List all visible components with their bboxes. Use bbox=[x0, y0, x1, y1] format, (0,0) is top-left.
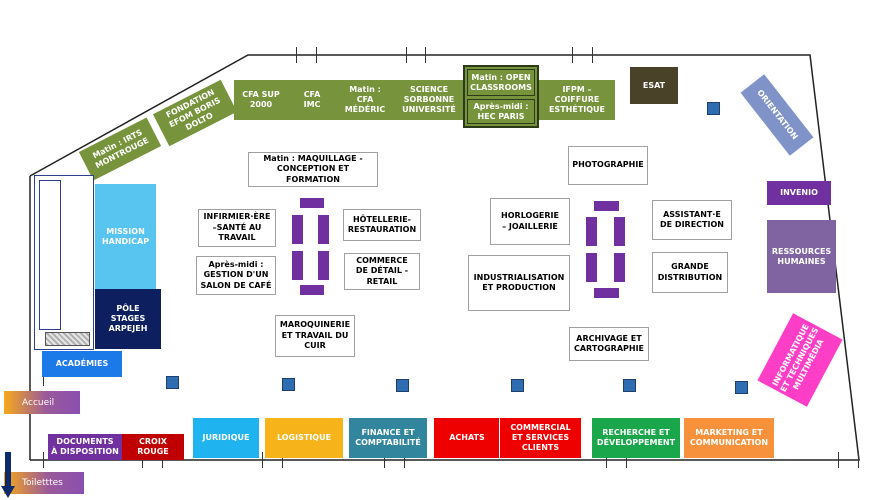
stand-juridique[interactable]: JURIDIQUE bbox=[193, 418, 259, 458]
stand-salon[interactable]: Après-midi : GESTION D'UN SALON DE CAFÉ bbox=[196, 256, 276, 295]
stand-infirmier[interactable]: INFIRMIER·ÈRE –SANTÉ AU TRAVAIL bbox=[198, 209, 276, 247]
stand-ifpm[interactable]: IFPM – COIFFURE ESTHÉTIQUE bbox=[539, 80, 615, 120]
table bbox=[318, 251, 329, 280]
stand-hec-paris[interactable]: Après-midi : HEC PARIS bbox=[467, 99, 535, 124]
stand-logistique[interactable]: LOGISTIQUE bbox=[265, 418, 343, 458]
stand-horlogerie[interactable]: HORLOGERIE – JOAILLERIE bbox=[490, 198, 570, 245]
table bbox=[586, 217, 597, 246]
stand-industrialisation[interactable]: INDUSTRIALISATION ET PRODUCTION bbox=[468, 255, 570, 311]
table bbox=[300, 198, 324, 208]
table bbox=[594, 288, 619, 298]
table bbox=[292, 215, 303, 244]
stand-achats[interactable]: ACHATS bbox=[434, 418, 500, 458]
wall-tick bbox=[404, 452, 405, 468]
table bbox=[292, 251, 303, 280]
stand-documents[interactable]: DOCUMENTS À DISPOSITION bbox=[48, 434, 122, 460]
wall-tick bbox=[592, 47, 593, 63]
pillar bbox=[282, 378, 295, 391]
wall-tick bbox=[626, 452, 627, 468]
table bbox=[594, 201, 619, 211]
table bbox=[300, 285, 324, 295]
wall-tick bbox=[43, 370, 44, 386]
pillar bbox=[623, 379, 636, 392]
stand-hotellerie[interactable]: HÔTELLERIE- RESTAURATION bbox=[343, 209, 421, 241]
pillar bbox=[735, 381, 748, 394]
stand-finance[interactable]: FINANCE ET COMPTABILITÉ bbox=[349, 418, 427, 458]
wall-tick bbox=[425, 47, 426, 63]
wall-tick bbox=[296, 47, 297, 63]
stand-croix-rouge[interactable]: CROIX ROUGE bbox=[122, 434, 184, 460]
stand-archivage[interactable]: ARCHIVAGE ET CARTOGRAPHIE bbox=[569, 327, 649, 361]
wall-tick bbox=[162, 452, 163, 468]
wall-tick bbox=[384, 452, 385, 468]
wall-tick bbox=[572, 47, 573, 63]
wall-tick bbox=[858, 452, 859, 468]
stand-grande-distribution[interactable]: GRANDE DISTRIBUTION bbox=[652, 252, 728, 293]
stand-maquillage[interactable]: Matin : MAQUILLAGE - CONCEPTION ET FORMA… bbox=[248, 152, 378, 187]
pillar bbox=[707, 102, 720, 115]
wall-tick bbox=[142, 452, 143, 468]
bench-inner bbox=[39, 180, 61, 330]
stand-invenio[interactable]: INVENIO bbox=[767, 181, 831, 205]
stand-sorbonne[interactable]: SCIENCE SORBONNE UNIVERSITÉ bbox=[394, 80, 464, 120]
arrow-down-icon bbox=[1, 452, 15, 498]
stand-ressources-humaines[interactable]: RESSOURCES HUMAINES bbox=[767, 220, 836, 293]
stand-academies[interactable]: ACADÉMIES bbox=[42, 351, 122, 377]
stand-cfa-mederic[interactable]: Matin : CFA MÉDÉRIC bbox=[336, 80, 394, 120]
stand-photographie[interactable]: PHOTOGRAPHIE bbox=[568, 146, 648, 185]
stand-maroquinerie[interactable]: MAROQUINERIE ET TRAVAIL DU CUIR bbox=[275, 315, 355, 357]
pillar bbox=[166, 376, 179, 389]
sign-toilettes[interactable]: Toiletttes bbox=[4, 472, 84, 494]
stand-cfa-imc[interactable]: CFA IMC bbox=[288, 80, 336, 120]
sign-accueil[interactable]: Accueil bbox=[4, 391, 80, 414]
pillar bbox=[511, 379, 524, 392]
wall-tick bbox=[606, 452, 607, 468]
stand-esat[interactable]: ESAT bbox=[630, 67, 678, 104]
wall-tick bbox=[43, 452, 44, 468]
stand-open-hec: Matin : OPEN CLASSROOMS Après-midi : HEC… bbox=[463, 65, 539, 128]
stand-mission-handicap[interactable]: MISSION HANDICAP bbox=[95, 184, 156, 289]
stand-pole-stages[interactable]: PÔLE STAGES ARPEJEH bbox=[95, 289, 161, 349]
wall-tick bbox=[262, 452, 263, 468]
sign-toilettes-label: Toiletttes bbox=[22, 478, 63, 488]
stand-recherche[interactable]: RECHERCHE ET DÉVELOPPEMENT bbox=[592, 418, 680, 458]
stand-open-classrooms[interactable]: Matin : OPEN CLASSROOMS bbox=[467, 69, 535, 96]
wall-tick bbox=[406, 47, 407, 63]
wall-tick bbox=[282, 452, 283, 468]
table bbox=[586, 253, 597, 282]
table bbox=[318, 215, 329, 244]
stand-assistant[interactable]: ASSISTANT·E DE DIRECTION bbox=[652, 200, 732, 240]
stand-commerce[interactable]: COMMERCE DE DÉTAIL - RETAIL bbox=[344, 253, 420, 290]
bench-hatch bbox=[45, 332, 90, 346]
pillar bbox=[396, 379, 409, 392]
stand-commercial[interactable]: COMMERCIAL ET SERVICES CLIENTS bbox=[499, 418, 581, 458]
sign-accueil-label: Accueil bbox=[22, 397, 55, 408]
table bbox=[614, 253, 625, 282]
table bbox=[614, 217, 625, 246]
wall-tick bbox=[838, 452, 839, 468]
wall-tick bbox=[316, 47, 317, 63]
stand-marketing[interactable]: MARKETING ET COMMUNICATION bbox=[684, 418, 774, 458]
stand-cfa-sup[interactable]: CFA SUP 2000 bbox=[234, 80, 288, 120]
left-wall-bench bbox=[34, 175, 94, 350]
